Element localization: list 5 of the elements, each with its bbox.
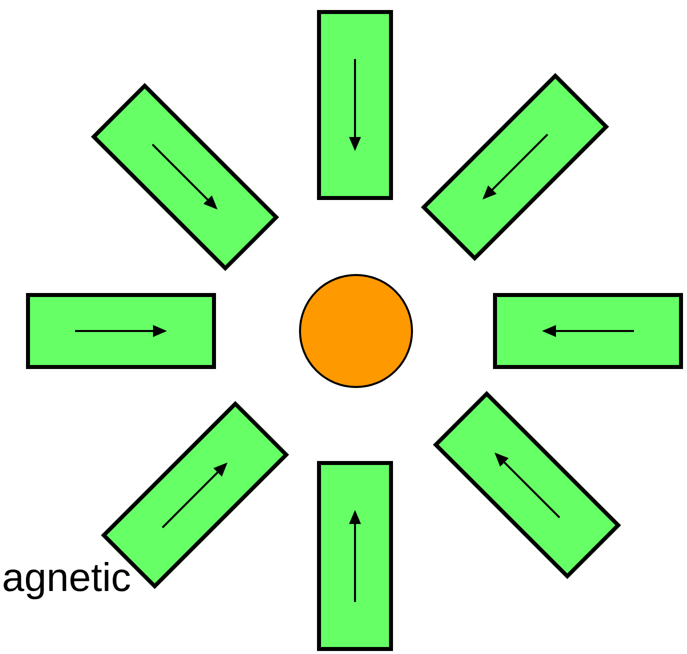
caption-text: agnetic (2, 556, 131, 601)
magnet-bar (493, 293, 683, 369)
magnet-bar (26, 293, 216, 369)
magnet-bar (317, 10, 393, 200)
magnet-bar (317, 461, 393, 651)
